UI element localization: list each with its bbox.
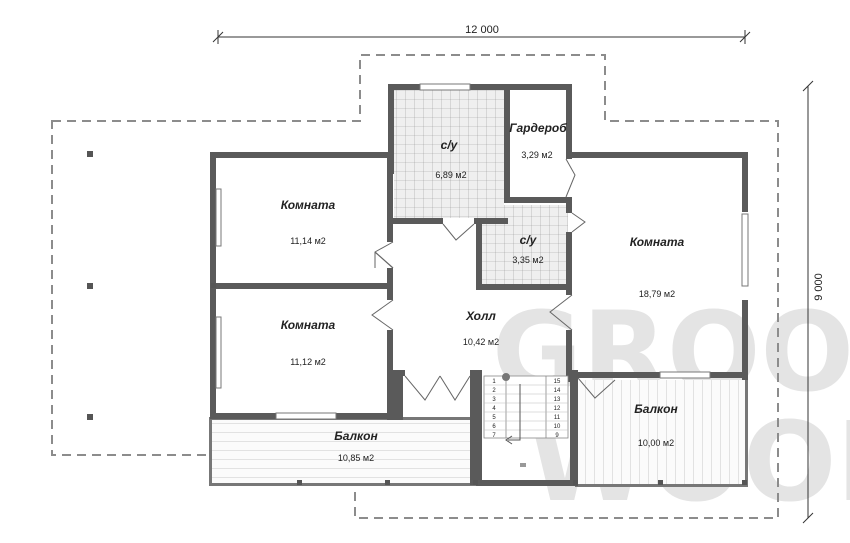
room-area: 3,35 м2 bbox=[512, 255, 543, 265]
stair-step-number: 11 bbox=[554, 415, 561, 421]
stair-step-number: 5 bbox=[492, 415, 496, 421]
width-dimension: 12 000 bbox=[212, 24, 751, 44]
stair-step-number: 12 bbox=[554, 406, 561, 412]
balcony-2-rail bbox=[575, 377, 748, 487]
room-area: 11,12 м2 bbox=[290, 357, 326, 367]
room-name: Балкон bbox=[334, 429, 378, 443]
room-area: 10,85 м2 bbox=[338, 453, 374, 463]
room-komnata-2: Комната 11,12 м2 bbox=[281, 318, 336, 367]
room-komnata-3: Комната 18,79 м2 bbox=[630, 235, 685, 299]
stair-step-number: 9 bbox=[555, 433, 559, 439]
room-area: 18,79 м2 bbox=[639, 289, 675, 299]
room-area: 3,29 м2 bbox=[521, 150, 552, 160]
height-dimension-label: 9 000 bbox=[813, 273, 825, 301]
stair-numbers-right: 15 14 13 12 11 10 9 bbox=[554, 379, 561, 439]
windows bbox=[215, 83, 749, 420]
room-name: Комната bbox=[281, 318, 336, 332]
stair-step-number: 14 bbox=[554, 388, 561, 394]
stair-step-number: 7 bbox=[492, 433, 496, 439]
room-name: Гардероб bbox=[509, 121, 567, 135]
stair-step-number: 15 bbox=[554, 379, 561, 385]
roof-posts bbox=[87, 151, 747, 485]
staircase bbox=[483, 373, 569, 467]
stair-step-number: 2 bbox=[492, 388, 496, 394]
room-garderob: Гардероб 3,29 м2 bbox=[509, 121, 567, 160]
room-name: с/у bbox=[520, 233, 538, 247]
balcony-2-deck bbox=[578, 380, 748, 486]
stair-step-number: 13 bbox=[554, 397, 561, 403]
room-name: Балкон bbox=[634, 402, 678, 416]
room-balkon-2: Балкон 10,00 м2 bbox=[634, 402, 678, 448]
room-area: 10,00 м2 bbox=[638, 438, 674, 448]
width-dimension-label: 12 000 bbox=[465, 24, 499, 36]
room-name: Холл bbox=[465, 309, 496, 323]
room-komnata-1: Комната 11,14 м2 bbox=[281, 198, 336, 246]
room-name: Комната bbox=[281, 198, 336, 212]
room-balkon-1: Балкон 10,85 м2 bbox=[334, 429, 378, 463]
room-area: 10,42 м2 bbox=[463, 337, 499, 347]
stair-numbers-left: 1 2 3 4 5 6 7 bbox=[492, 379, 496, 439]
balcony-1-deck bbox=[211, 419, 474, 485]
roof-outline bbox=[51, 54, 779, 519]
height-dimension: 9 000 bbox=[802, 80, 825, 524]
room-holl: Холл 10,42 м2 bbox=[463, 309, 499, 347]
stair-step-number: 6 bbox=[492, 424, 496, 430]
bathroom-1-tiles bbox=[394, 90, 504, 218]
room-su-1: с/у 6,89 м2 bbox=[435, 138, 466, 180]
stair-step-number: 10 bbox=[554, 424, 561, 430]
doors bbox=[371, 158, 616, 401]
room-area: 11,14 м2 bbox=[290, 236, 326, 246]
room-name: с/у bbox=[441, 138, 459, 152]
room-area: 6,89 м2 bbox=[435, 170, 466, 180]
stair-step-number: 4 bbox=[492, 406, 496, 412]
stair-step-number: 1 bbox=[492, 379, 496, 385]
room-su-2: с/у 3,35 м2 bbox=[512, 233, 543, 265]
stair-step-number: 3 bbox=[492, 397, 496, 403]
room-name: Комната bbox=[630, 235, 685, 249]
